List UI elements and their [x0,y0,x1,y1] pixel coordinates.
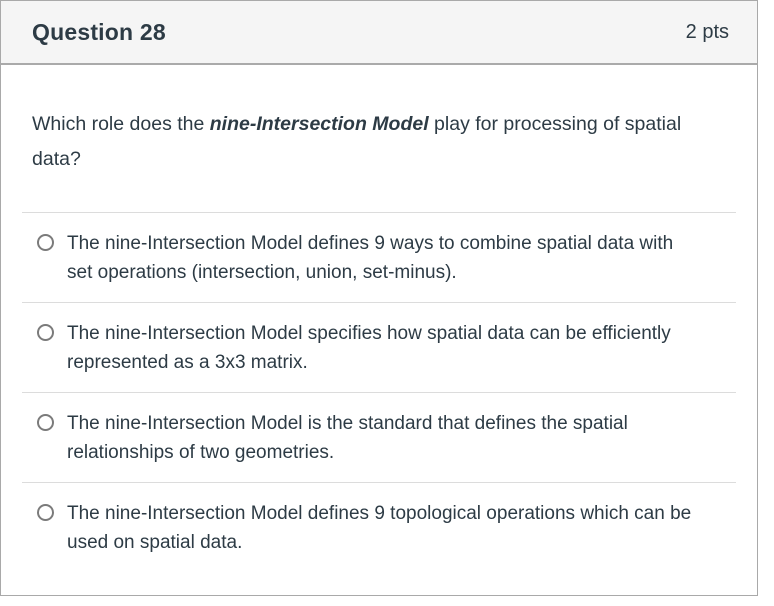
question-text-emphasis: nine-Intersection Model [209,113,429,135]
radio-button-icon[interactable] [37,504,54,521]
answer-list: The nine-Intersection Model defines 9 wa… [22,212,736,572]
question-title: Question 28 [32,18,166,45]
answer-label[interactable]: The nine-Intersection Model is the stand… [67,413,628,463]
answer-label[interactable]: The nine-Intersection Model defines 9 wa… [67,233,674,283]
question-card: Question 28 2 pts Which role does the ni… [0,0,758,596]
answer-label[interactable]: The nine-Intersection Model defines 9 to… [67,503,692,553]
radio-button-icon[interactable] [37,324,54,341]
question-text-prefix: Which role does the [32,113,210,135]
answer-option-2[interactable]: The nine-Intersection Model specifies ho… [22,302,736,392]
radio-button-icon[interactable] [37,414,54,431]
question-points: 2 pts [685,20,729,43]
answer-option-4[interactable]: The nine-Intersection Model defines 9 to… [22,482,736,572]
answer-option-1[interactable]: The nine-Intersection Model defines 9 wa… [22,212,736,302]
question-text: Which role does the nine-Intersection Mo… [32,107,729,177]
answer-label[interactable]: The nine-Intersection Model specifies ho… [67,323,671,373]
answer-option-3[interactable]: The nine-Intersection Model is the stand… [22,392,736,482]
question-text-suffix: play for processing of spatial data? [32,113,682,170]
radio-button-icon[interactable] [37,234,54,251]
question-header: Question 28 2 pts [1,1,757,65]
